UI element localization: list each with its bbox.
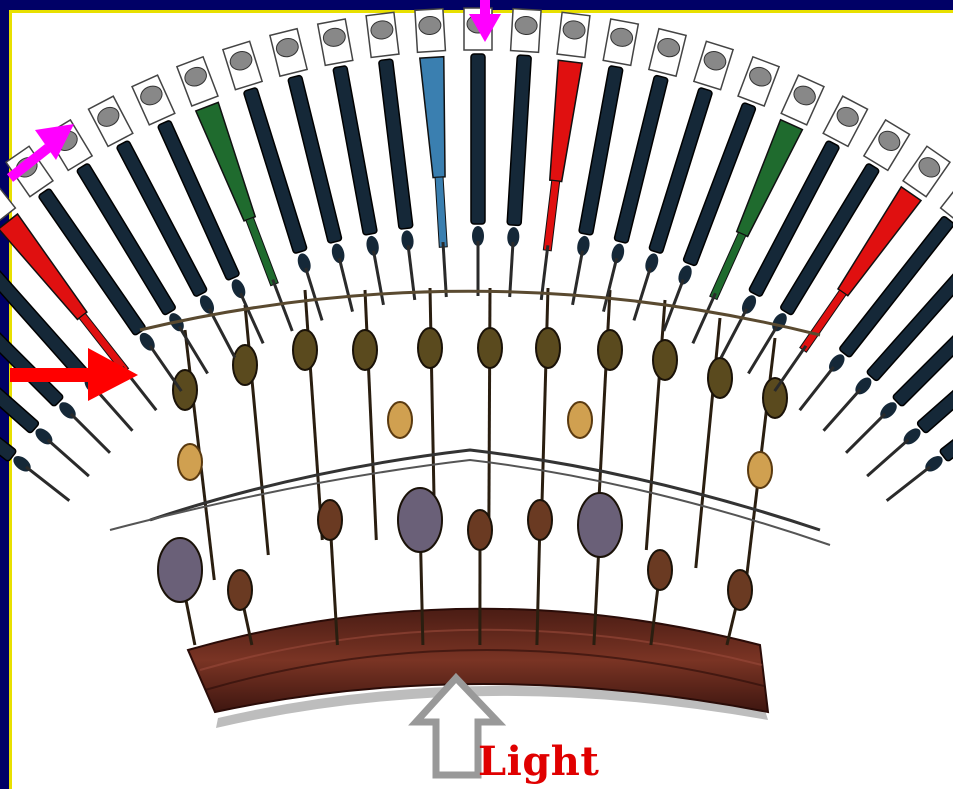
- ganglion-cell: [398, 488, 442, 552]
- bipolar-cell: [353, 330, 377, 370]
- rod-cell: [464, 8, 492, 296]
- rod-cell: [496, 9, 541, 298]
- light-label: Light: [478, 742, 599, 782]
- bipolar-axon: [489, 288, 490, 538]
- bipolar-cell: [233, 345, 257, 385]
- bipolar-cell: [418, 328, 442, 368]
- amacrine-cell: [648, 550, 672, 590]
- blue-cone-cell: [415, 9, 460, 298]
- horizontal-cell: [178, 444, 202, 480]
- red-cone-cell: [0, 175, 167, 419]
- bipolar-axon: [365, 290, 376, 540]
- ganglion-cell: [578, 493, 622, 557]
- bipolar-axon: [245, 305, 268, 555]
- amacrine-cell: [228, 570, 252, 610]
- horizontal-cell: [568, 402, 592, 438]
- bipolar-cell: [763, 378, 787, 418]
- amacrine-cell: [468, 510, 492, 550]
- bipolar-axon: [305, 290, 322, 540]
- retinal-neuron-layers: [110, 288, 830, 645]
- amacrine-cell: [728, 570, 752, 610]
- bipolar-cell: [478, 328, 502, 368]
- bipolar-cell: [653, 340, 677, 380]
- horizontal-cell: [748, 452, 772, 488]
- bipolar-cell: [293, 330, 317, 370]
- horizontal-cell: [388, 402, 412, 438]
- amacrine-cell: [528, 500, 552, 540]
- ganglion-cell: [158, 538, 202, 602]
- bipolar-cell: [708, 358, 732, 398]
- bipolar-cell: [536, 328, 560, 368]
- bipolar-cell: [173, 370, 197, 410]
- bipolar-axon: [696, 318, 720, 568]
- amacrine-cell: [318, 500, 342, 540]
- photoreceptor-layer: [0, 8, 953, 512]
- bipolar-cell: [598, 330, 622, 370]
- bipolar-axon: [646, 300, 665, 550]
